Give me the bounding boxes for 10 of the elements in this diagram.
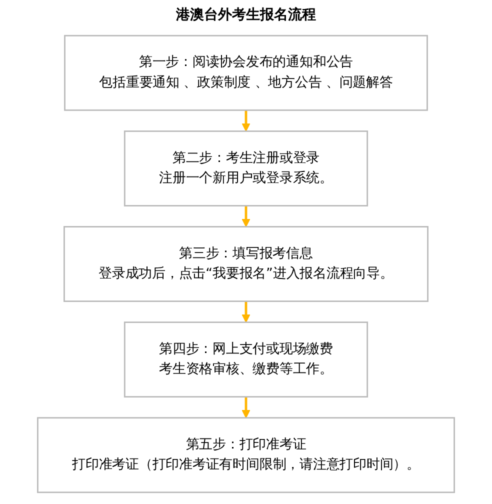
process-box: 第三步：填写报考信息 登录成功后，点击“我要报名”进入报名流程向导。 xyxy=(64,226,428,302)
process-box: 第一步：阅读协会发布的通知和公告 包括重要通知 、政策制度 、地方公告 、问题解答 xyxy=(64,34,428,111)
process-box: 第四步：网上支付或现场缴费 考生资格审核、缴费等工作。 xyxy=(124,322,368,398)
diagram-title: 港澳台外考生报名流程 xyxy=(176,6,316,24)
arrow xyxy=(242,206,250,228)
process-box: 第五步：打印准考证 打印准考证（打印准考证有时间限制，请注意打印时间）。 xyxy=(37,417,455,494)
arrow xyxy=(242,110,250,132)
arrow xyxy=(242,301,250,323)
process-box: 第二步：考生注册或登录 注册一个新用户或登录系统。 xyxy=(124,130,368,206)
arrow xyxy=(242,396,250,418)
